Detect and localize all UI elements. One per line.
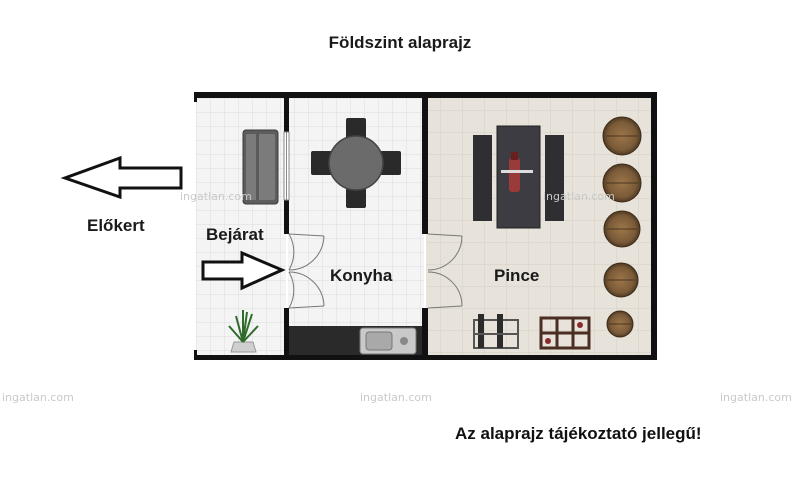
- arrow-right-icon: [201, 250, 286, 291]
- window: [283, 131, 290, 201]
- watermark: ingatlan.com: [180, 190, 252, 203]
- barrel-icon: [603, 262, 639, 298]
- barrel-icon: [606, 310, 634, 338]
- door-pince: [427, 233, 463, 309]
- plan-title: Földszint alaprajz: [328, 33, 472, 52]
- konyha-label: Konyha: [330, 266, 393, 285]
- dining-table-icon: [311, 118, 401, 208]
- wine-rack-icon: [539, 316, 591, 350]
- door-konyha: [288, 233, 325, 309]
- wine-rack-icon: [473, 314, 519, 349]
- watermark: ingatlan.com: [2, 391, 74, 404]
- plant-icon: [228, 310, 259, 353]
- sink-icon: [359, 327, 417, 355]
- walls: [194, 92, 657, 360]
- watermark: ingatlan.com: [720, 391, 792, 404]
- bejarat-label: Bejárat: [206, 225, 264, 244]
- watermark: ingatlan.com: [543, 190, 615, 203]
- bench-icon: [242, 129, 279, 205]
- arrow-left-icon: [60, 155, 183, 200]
- pince-label: Pince: [494, 266, 540, 285]
- barrels: [602, 116, 642, 338]
- wine-table-icon: [473, 125, 564, 229]
- barrel-icon: [602, 116, 642, 156]
- barrel-icon: [603, 210, 641, 248]
- watermark: ingatlan.com: [360, 391, 432, 404]
- disclaimer-note: Az alaprajz tájékoztató jellegű!: [455, 424, 702, 443]
- elokert-label: Előkert: [87, 216, 145, 235]
- barrel-icon: [602, 163, 642, 203]
